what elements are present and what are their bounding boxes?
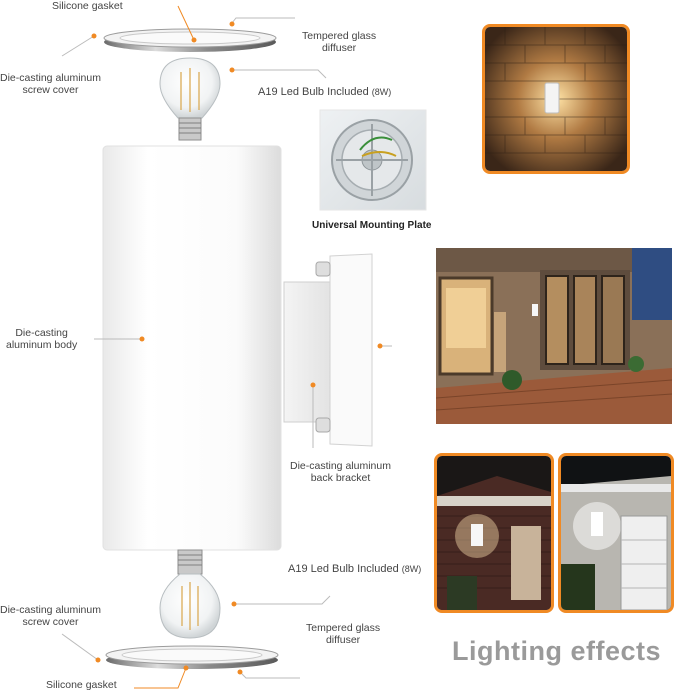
label-body-line2: aluminum body xyxy=(6,339,78,351)
photo-garage-night-art xyxy=(561,456,671,610)
label-tempered-glass-bottom: Tempered glass diffuser xyxy=(306,622,380,646)
label-screw-cover-bottom: Die-casting aluminum screw cover xyxy=(0,604,101,628)
label-bulb-bottom-main: A19 Led Bulb Included xyxy=(288,563,399,575)
label-bulb-top-main: A19 Led Bulb Included xyxy=(258,86,369,98)
label-bulb-bottom-watt: (8W) xyxy=(401,564,422,574)
bottom-bulb xyxy=(159,549,221,639)
label-bulb-bottom: A19 Led Bulb Included (8W) xyxy=(288,563,421,575)
label-tempered-glass-top: Tempered glass diffuser xyxy=(302,30,376,54)
label-tempered-glass-top-line2: diffuser xyxy=(321,42,357,54)
photo-wall-lamp-night xyxy=(482,24,630,174)
photo-wall-lamp-night-art xyxy=(485,27,627,171)
label-mounting-plate: Universal Mounting Plate xyxy=(312,220,432,231)
label-screw-cover-top-line1: Die-casting aluminum xyxy=(0,72,101,84)
callout-lines xyxy=(61,5,392,689)
photo-house-patio-art xyxy=(436,248,672,424)
label-body-line1: Die-casting xyxy=(15,327,68,339)
mounting-plate-image xyxy=(319,109,427,211)
bottom-glass-diffuser xyxy=(105,645,279,669)
photo-garage-night xyxy=(558,453,674,613)
label-bulb-top-watt: (8W) xyxy=(371,87,392,97)
label-screw-cover-bottom-line2: screw cover xyxy=(22,616,79,628)
top-bulb xyxy=(159,57,221,141)
top-glass-diffuser xyxy=(103,28,277,52)
label-body: Die-casting aluminum body xyxy=(6,327,77,351)
label-silicone-gasket-top: Silicone gasket xyxy=(52,0,123,12)
label-back-bracket: Die-casting aluminum back bracket xyxy=(290,460,391,484)
label-screw-cover-bottom-line1: Die-casting aluminum xyxy=(0,604,101,616)
label-bulb-top: A19 Led Bulb Included (8W) xyxy=(258,86,391,98)
cylinder-body xyxy=(102,145,282,551)
back-bracket xyxy=(283,253,373,447)
photo-house-patio xyxy=(436,248,672,424)
label-back-bracket-line1: Die-casting aluminum xyxy=(290,460,391,472)
label-tempered-glass-bottom-line2: diffuser xyxy=(325,634,361,646)
label-tempered-glass-bottom-line1: Tempered glass xyxy=(306,622,381,634)
label-screw-cover-top-line2: screw cover xyxy=(22,84,79,96)
photo-brick-house-night-art xyxy=(437,456,551,610)
label-tempered-glass-top-line1: Tempered glass xyxy=(302,30,377,42)
label-back-bracket-line2: back bracket xyxy=(310,472,371,484)
photo-brick-house-night xyxy=(434,453,554,613)
label-screw-cover-top: Die-casting aluminum screw cover xyxy=(0,72,101,96)
label-silicone-gasket-bottom: Silicone gasket xyxy=(46,679,117,691)
section-title-lighting-effects: Lighting effects xyxy=(452,636,661,666)
